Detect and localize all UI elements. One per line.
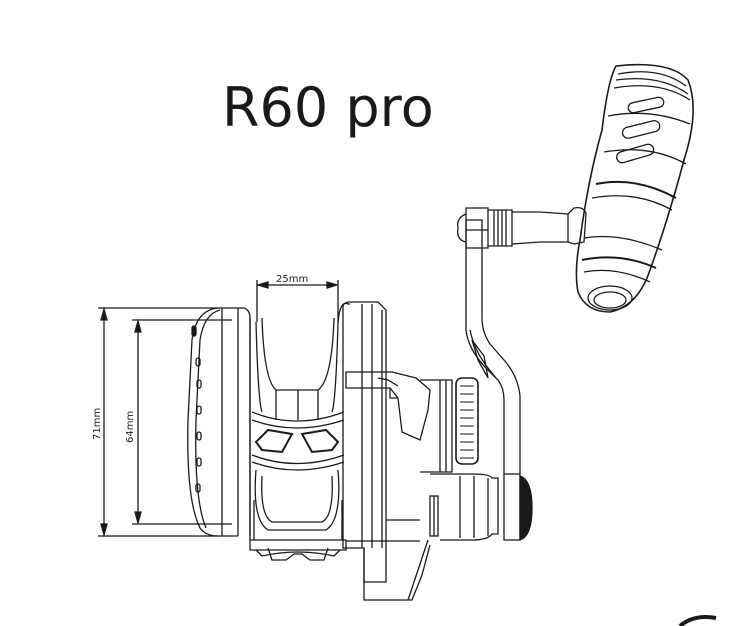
left-side-plate	[187, 307, 251, 537]
model-title: R60 pro	[222, 76, 434, 139]
partial-shape	[678, 615, 717, 626]
dimension-64mm: 64mm	[125, 318, 232, 526]
spool-frame	[249, 302, 420, 561]
dim-71mm-label: 71mm	[92, 408, 103, 440]
dimension-25mm: 25mm	[255, 274, 340, 322]
dim-64mm-label: 64mm	[125, 411, 136, 443]
handle-knob	[488, 63, 694, 313]
reel-body	[342, 301, 499, 601]
dimension-71mm: 71mm	[92, 306, 238, 538]
handle-arm	[457, 207, 533, 541]
dim-25mm-label: 25mm	[276, 274, 308, 285]
